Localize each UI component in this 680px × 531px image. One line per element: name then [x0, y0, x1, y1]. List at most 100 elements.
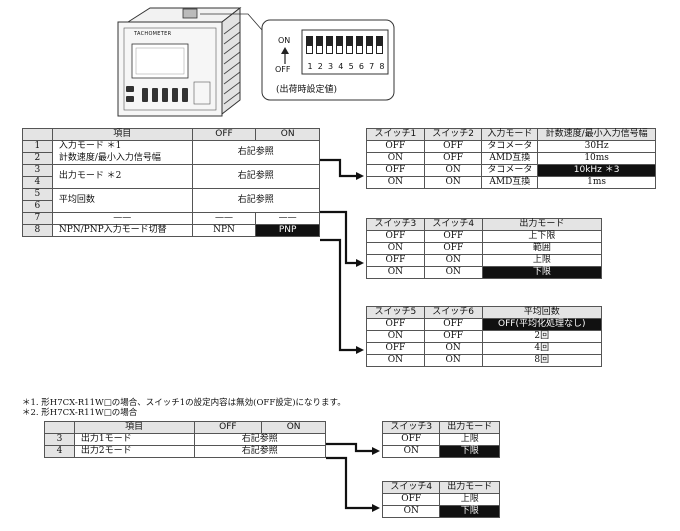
cell: 範囲 [481, 242, 603, 255]
row-number: 7 [22, 212, 53, 225]
cell: ON [366, 242, 425, 255]
cell: OFF [423, 140, 483, 153]
dip-caption: (出荷時設定値) [276, 85, 338, 95]
dip-number: 8 [379, 62, 385, 71]
cell: 4回 [481, 342, 602, 355]
cell: OFF [381, 433, 441, 446]
header-cell: スイッチ1 [366, 128, 425, 141]
off-cell: —— [191, 212, 257, 225]
ref-cell: 右記参照 [191, 188, 321, 213]
dip-number: 5 [348, 62, 354, 71]
cell: AMD互換 [481, 176, 539, 189]
row-number: 2 [22, 152, 53, 165]
on-cell: —— [255, 212, 320, 225]
cell: ON [366, 176, 425, 189]
ref-cell: 右記参照 [191, 164, 321, 189]
note-1: ＊1. 形H7CX-R11W□の場合、スイッチ1の設定内容は無効(OFF設定)に… [22, 398, 346, 408]
output-mode-table: スイッチ3 スイッチ4 出力モード OFF OFF 上下限 ON OFF 範囲 … [366, 218, 603, 279]
cell: 10ms [537, 152, 656, 165]
cell: 上限 [439, 493, 500, 506]
cell: ON [423, 342, 483, 355]
ref-cell: 右記参照 [191, 140, 321, 165]
dip-number: 1 [307, 62, 313, 71]
cell: OFF(平均化処理なし) [481, 318, 602, 331]
header-cell: 項目 [51, 128, 193, 141]
item-cell: 平均回数 [51, 188, 193, 213]
cell: 上下限 [481, 230, 603, 243]
note-2: ＊2. 形H7CX-R11W□の場合 [22, 408, 138, 418]
cell: OFF [366, 164, 425, 177]
header-cell: 項目 [73, 421, 195, 434]
row-number: 5 [22, 188, 53, 201]
cell: 30Hz [537, 140, 656, 153]
header-cell: スイッチ3 [366, 218, 425, 231]
dip-number: 7 [369, 62, 375, 71]
cell: OFF [366, 342, 425, 355]
cell: 上限 [439, 433, 500, 446]
cell: ON [423, 164, 483, 177]
cell: 下限 [439, 445, 500, 458]
cell: ON [381, 445, 441, 458]
header-cell: 出力モード [439, 421, 500, 434]
cell: OFF [423, 242, 483, 255]
header-cell: 平均回数 [481, 306, 602, 319]
cell: ON [366, 266, 425, 279]
cell: 上限 [481, 254, 603, 267]
row-number: 6 [22, 200, 53, 213]
ref-cell: 右記参照 [193, 433, 326, 446]
header-cell [44, 421, 75, 434]
cell: 2回 [481, 330, 602, 343]
cell: 1ms [537, 176, 656, 189]
cell: OFF [423, 318, 483, 331]
cell: OFF [381, 493, 441, 506]
cell: OFF [423, 230, 483, 243]
cell: 8回 [481, 354, 602, 367]
r11w-table: 項目 OFF ON 3 出力1モード 右記参照 4 出力2モード 右記参照 [44, 421, 326, 458]
cell: タコメータ [481, 164, 539, 177]
header-cell: 計数速度/最小入力信号幅 [537, 128, 656, 141]
cell: ON [381, 505, 441, 518]
switch4-table: スイッチ4 出力モード OFF 上限 ON 下限 [381, 481, 500, 518]
dip-number: 4 [338, 62, 344, 71]
row-number: 3 [22, 164, 53, 177]
item-cell: 出力モード ＊2 [51, 164, 193, 189]
item-cell: 入力モード ＊1 [51, 140, 193, 153]
cell: OFF [423, 152, 483, 165]
cell: OFF [366, 140, 425, 153]
row-number: 4 [22, 176, 53, 189]
cell: 下限 [481, 266, 603, 279]
header-cell: スイッチ3 [381, 421, 441, 434]
dip-on-label: ON [278, 36, 291, 45]
dip-numbers: 1 2 3 4 5 6 7 8 [305, 62, 387, 71]
dip-number: 6 [358, 62, 364, 71]
cell: ON [366, 354, 425, 367]
input-mode-table: スイッチ1 スイッチ2 入力モード 計数速度/最小入力信号幅 OFF OFF タ… [366, 128, 656, 189]
cell: OFF [423, 330, 483, 343]
main-settings-table: 項目 OFF ON 1 入力モード ＊1 右記参照 2 計数速度/最小入力信号幅… [22, 128, 321, 237]
cell: ON [423, 254, 483, 267]
cell: ON [366, 330, 425, 343]
cell: OFF [366, 318, 425, 331]
cell: ON [423, 266, 483, 279]
row-number: 4 [44, 445, 75, 458]
item-cell: —— [51, 212, 193, 225]
header-cell: 出力モード [481, 218, 603, 231]
header-cell: スイッチ4 [381, 481, 441, 494]
header-cell: 出力モード [439, 481, 500, 494]
item-cell: 出力1モード [73, 433, 195, 446]
header-cell [22, 128, 53, 141]
header-cell: スイッチ5 [366, 306, 425, 319]
cell: タコメータ [481, 140, 539, 153]
cell: ON [423, 176, 483, 189]
dip-off-label: OFF [275, 65, 291, 74]
on-cell: PNP [255, 224, 320, 237]
switch3-table: スイッチ3 出力モード OFF 上限 ON 下限 [381, 421, 500, 458]
item-cell: 出力2モード [73, 445, 195, 458]
dip-number: 2 [317, 62, 323, 71]
cell: ON [366, 152, 425, 165]
header-cell: スイッチ6 [423, 306, 483, 319]
ref-cell: 右記参照 [193, 445, 326, 458]
cell: 下限 [439, 505, 500, 518]
item-cell: NPN/PNP入力モード切替 [51, 224, 193, 237]
